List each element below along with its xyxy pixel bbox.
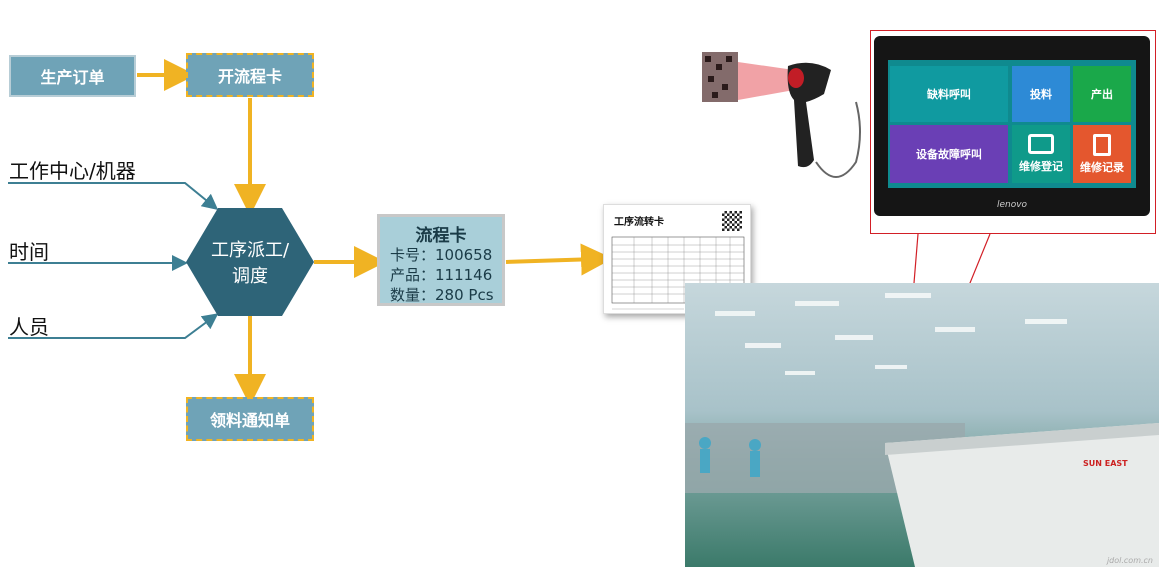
tile-repair-record[interactable]: 维修记录: [1073, 125, 1131, 183]
tile-feed-label: 投料: [1030, 88, 1052, 101]
production-order-label: 生产订单: [40, 68, 105, 87]
tile-repair-record-label: 维修记录: [1080, 160, 1124, 174]
arrow-card-form: [505, 243, 613, 276]
tile-shortage-call[interactable]: 缺料呼叫: [890, 66, 1008, 122]
flow-card-qty: 数量：280 Pcs: [390, 286, 494, 304]
dispatch-hexagon: [186, 208, 314, 316]
qr-code-icon: [722, 211, 742, 231]
flow-card-title: 流程卡: [415, 226, 467, 246]
tile-shortage-call-label: 缺料呼叫: [927, 88, 971, 101]
factory-photo: SUN EAST jdol.com.cn: [685, 283, 1159, 567]
barcode-scanner-icon: [702, 52, 861, 178]
open-flow-card-label: 开流程卡: [217, 67, 282, 86]
briefcase-icon: [1028, 134, 1054, 154]
factory-scene: [685, 293, 1159, 567]
input-time-label: 时间: [9, 240, 49, 264]
monitor-brand: lenovo: [996, 200, 1028, 210]
open-flow-card-box: 开流程卡: [186, 53, 314, 97]
flow-card: 流程卡 卡号：100658 产品：111146 数量：280 Pcs: [377, 214, 505, 306]
dispatch-label: 工序派工/ 调度: [188, 238, 312, 290]
input-machine-label: 工作中心/机器: [9, 159, 136, 183]
watermark: jdol.com.cn: [1106, 556, 1153, 565]
machine-brand: SUN EAST: [1083, 459, 1128, 468]
form-title: 工序流转卡: [614, 217, 664, 228]
material-notice-box: 领料通知单: [186, 397, 314, 441]
dispatch-label-line1: 工序派工/: [210, 240, 290, 261]
tile-repair-register-label: 维修登记: [1019, 160, 1063, 173]
tile-feed[interactable]: 投料: [1012, 66, 1070, 122]
terminal-monitor: 缺料呼叫 投料 产出 设备故障呼叫 维修登记 维修记录 lenovo: [874, 36, 1150, 216]
tile-fault-call[interactable]: 设备故障呼叫: [890, 125, 1008, 183]
dispatch-label-line2: 调度: [232, 266, 268, 287]
flow-card-no: 卡号：100658: [390, 246, 493, 264]
flow-card-product: 产品：111146: [390, 266, 493, 284]
tile-repair-register[interactable]: 维修登记: [1012, 125, 1070, 183]
tile-output-label: 产出: [1091, 88, 1113, 101]
input-people-label: 人员: [9, 315, 49, 339]
material-notice-label: 领料通知单: [209, 411, 290, 430]
input-line-machine: [8, 182, 219, 211]
input-line-people: [8, 313, 219, 339]
production-order-box: 生产订单: [9, 55, 136, 97]
record-icon: [1093, 133, 1111, 156]
tile-output[interactable]: 产出: [1073, 66, 1131, 122]
terminal-highlight-box: [870, 30, 1156, 234]
tile-fault-call-label: 设备故障呼叫: [916, 148, 982, 161]
